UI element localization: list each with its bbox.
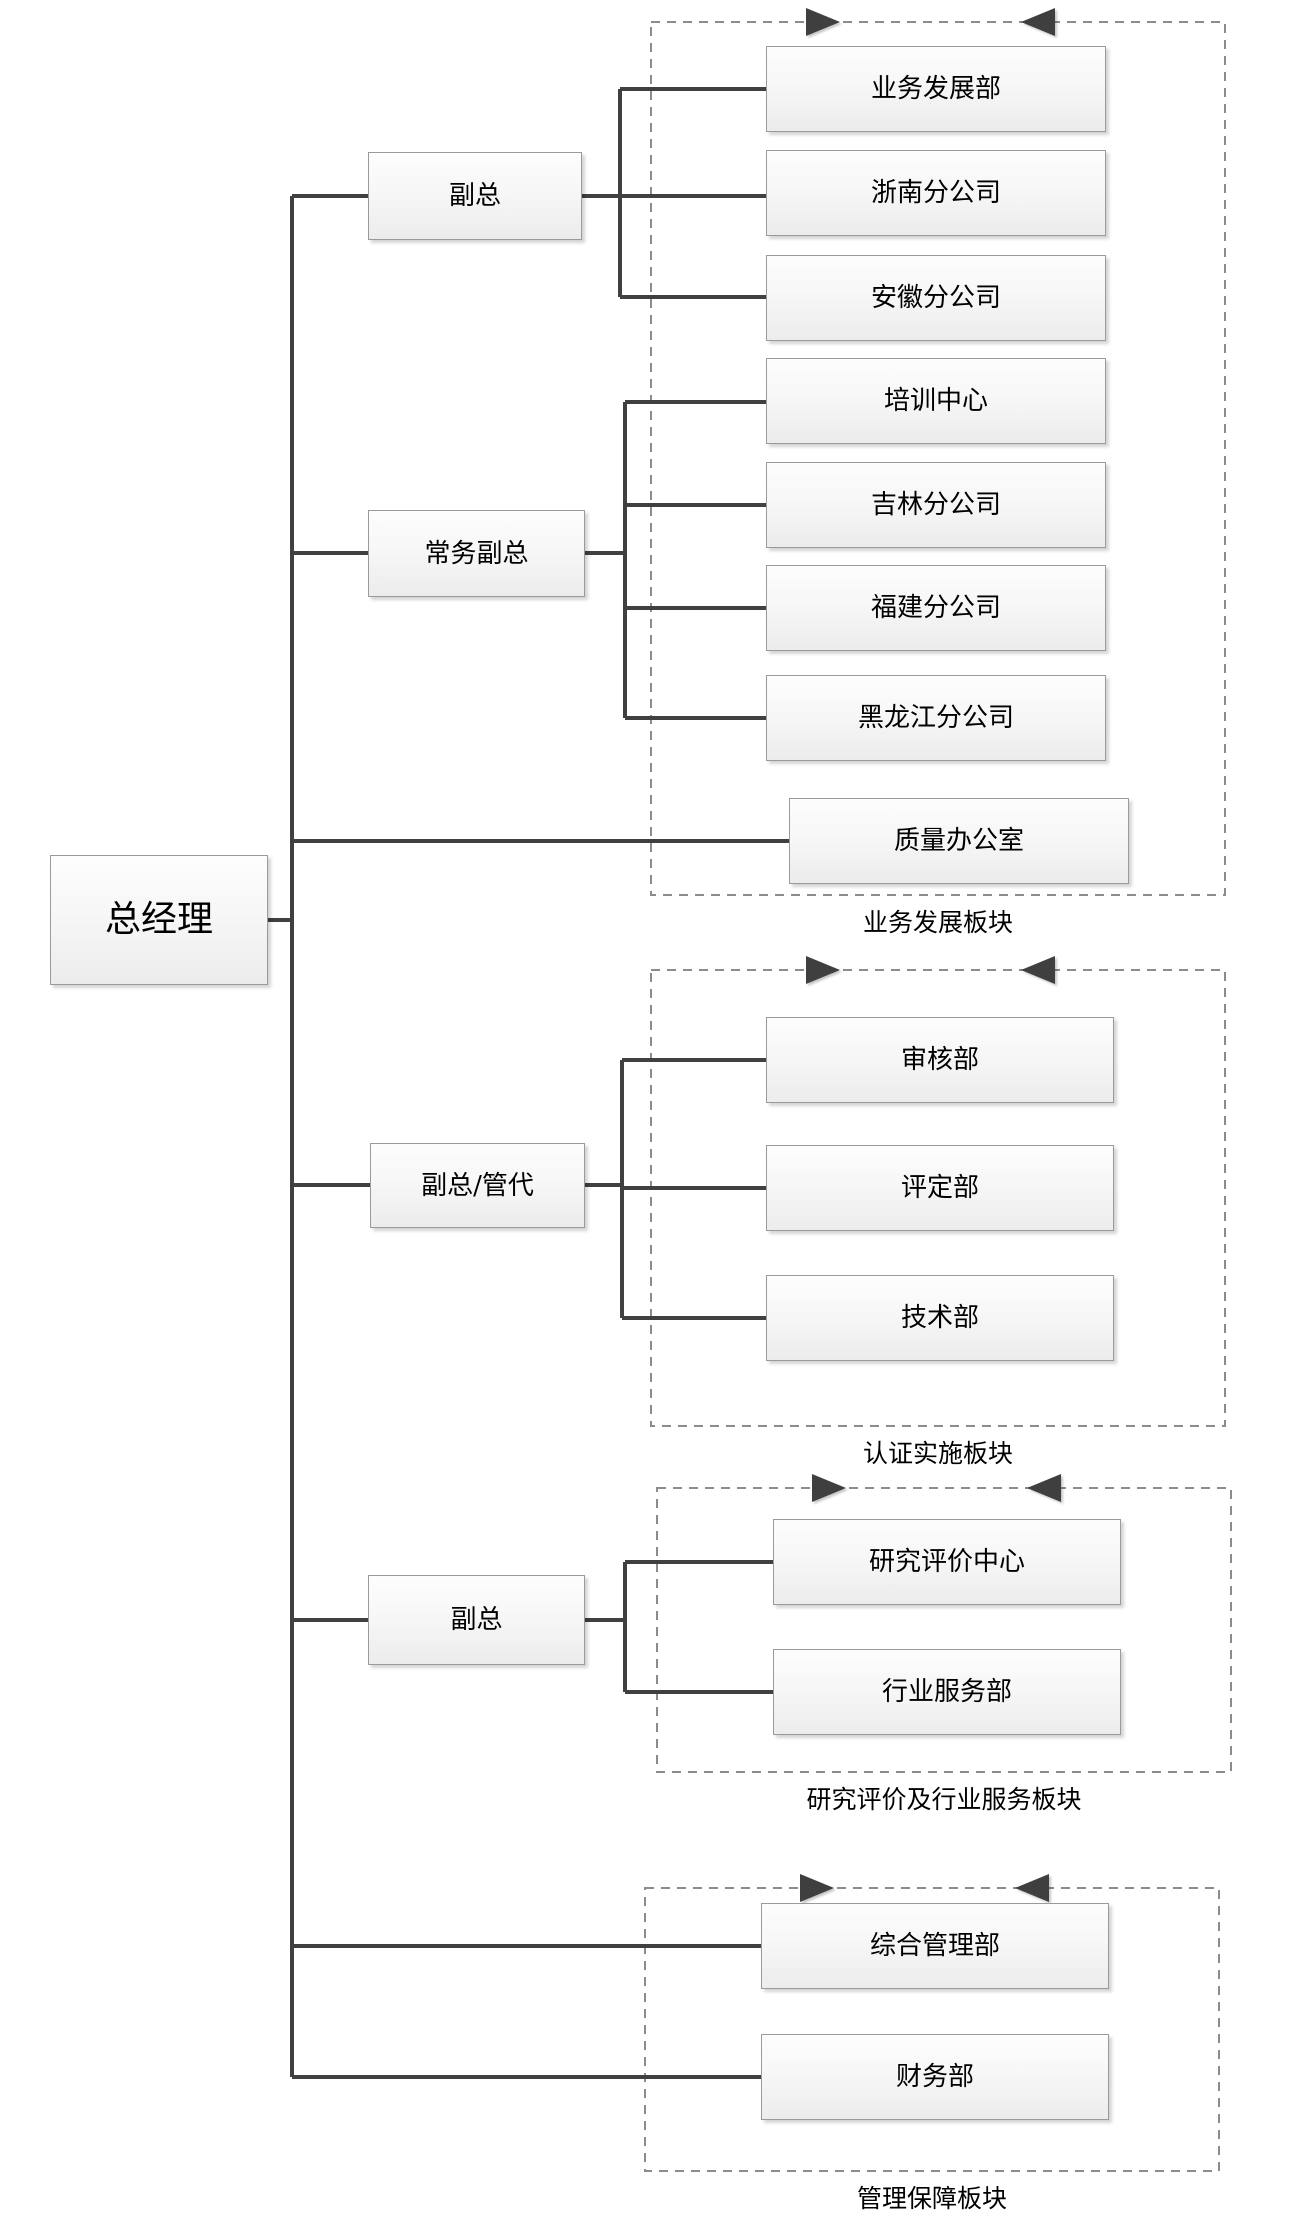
node-label: 常务副总 xyxy=(424,538,529,569)
node-research-evaluation-center[interactable]: 研究评价中心 xyxy=(773,1519,1121,1605)
node-finance-dept[interactable]: 财务部 xyxy=(761,2034,1109,2120)
section-label-text: 业务发展板块 xyxy=(862,908,1013,937)
node-business-development-dept[interactable]: 业务发展部 xyxy=(766,46,1106,132)
node-zhennan-branch[interactable]: 浙南分公司 xyxy=(766,150,1106,236)
node-technology-dept[interactable]: 技术部 xyxy=(766,1275,1114,1361)
group-arrow-right-s4 xyxy=(800,1874,834,1902)
node-label: 黑龙江分公司 xyxy=(857,703,1014,733)
node-heilongjiang-branch[interactable]: 黑龙江分公司 xyxy=(766,675,1106,761)
node-label: 技术部 xyxy=(900,1303,979,1333)
node-label: 审核部 xyxy=(900,1045,979,1075)
section-label-management-support: 管理保障板块 xyxy=(645,2186,1219,2211)
node-label: 浙南分公司 xyxy=(870,178,1001,208)
section-label-research-service: 研究评价及行业服务板块 xyxy=(657,1787,1231,1812)
node-label: 评定部 xyxy=(900,1173,979,1203)
group-arrow-left-s3 xyxy=(1027,1474,1061,1502)
node-label: 业务发展部 xyxy=(870,74,1001,104)
group-arrow-right-s3 xyxy=(812,1474,846,1502)
node-anhui-branch[interactable]: 安徽分公司 xyxy=(766,255,1106,341)
node-label: 财务部 xyxy=(895,2062,974,2092)
node-vice-president-management-rep[interactable]: 副总/管代 xyxy=(370,1143,585,1228)
node-label: 质量办公室 xyxy=(893,826,1024,856)
node-label: 培训中心 xyxy=(883,386,988,416)
node-vice-president-3[interactable]: 副总 xyxy=(368,1575,585,1665)
node-label: 吉林分公司 xyxy=(870,490,1001,520)
node-jilin-branch[interactable]: 吉林分公司 xyxy=(766,462,1106,548)
group-arrow-right-s1 xyxy=(806,8,840,36)
node-audit-dept[interactable]: 审核部 xyxy=(766,1017,1114,1103)
group-arrow-left-s4 xyxy=(1015,1874,1049,1902)
node-general-management-dept[interactable]: 综合管理部 xyxy=(761,1903,1109,1989)
node-label: 安徽分公司 xyxy=(870,283,1001,313)
node-label: 总经理 xyxy=(104,899,213,940)
node-label: 副总/管代 xyxy=(421,1170,534,1201)
node-executive-vice-president[interactable]: 常务副总 xyxy=(368,510,585,597)
node-label: 行业服务部 xyxy=(881,1677,1012,1707)
group-arrow-right-s2 xyxy=(806,956,840,984)
section-label-text: 研究评价及行业服务板块 xyxy=(806,1785,1082,1814)
node-vice-president-1[interactable]: 副总 xyxy=(368,152,582,240)
group-arrow-left-s2 xyxy=(1021,956,1055,984)
node-label: 副总 xyxy=(448,181,501,211)
group-arrow-left-s1 xyxy=(1021,8,1055,36)
section-label-text: 认证实施板块 xyxy=(862,1439,1013,1468)
node-label: 综合管理部 xyxy=(869,1931,1000,1961)
node-training-center[interactable]: 培训中心 xyxy=(766,358,1106,444)
section-label-business-development: 业务发展板块 xyxy=(651,910,1225,935)
node-quality-office[interactable]: 质量办公室 xyxy=(789,798,1129,884)
node-label: 副总 xyxy=(450,1605,503,1635)
node-fujian-branch[interactable]: 福建分公司 xyxy=(766,565,1106,651)
node-general-manager[interactable]: 总经理 xyxy=(50,855,268,985)
node-industry-service-dept[interactable]: 行业服务部 xyxy=(773,1649,1121,1735)
node-label: 福建分公司 xyxy=(870,593,1001,623)
section-label-text: 管理保障板块 xyxy=(856,2184,1007,2213)
section-label-certification: 认证实施板块 xyxy=(651,1441,1225,1466)
node-label: 研究评价中心 xyxy=(868,1547,1025,1577)
node-assessment-dept[interactable]: 评定部 xyxy=(766,1145,1114,1231)
